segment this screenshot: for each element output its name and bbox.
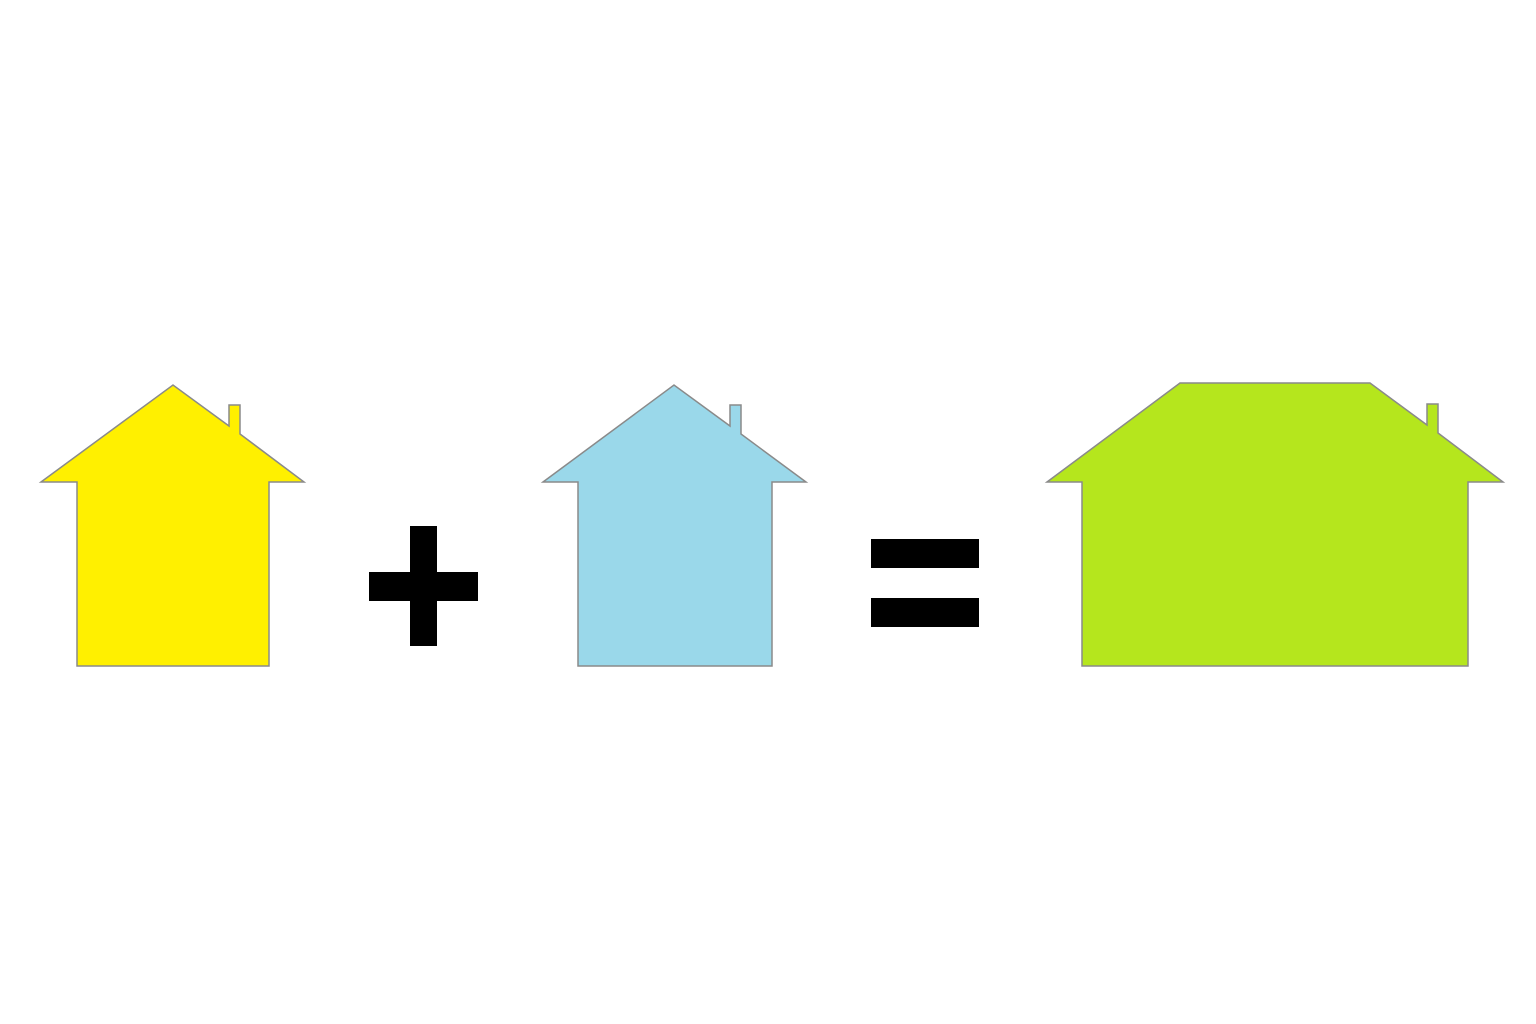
- plus-sign-icon: [369, 526, 478, 646]
- equals-bar-top: [871, 539, 979, 568]
- equals-sign-icon: [871, 539, 979, 627]
- green-house-icon: [1044, 382, 1506, 667]
- yellow-house-icon: [38, 384, 307, 667]
- equals-bar-bottom: [871, 598, 979, 627]
- blue-house-icon: [540, 384, 809, 667]
